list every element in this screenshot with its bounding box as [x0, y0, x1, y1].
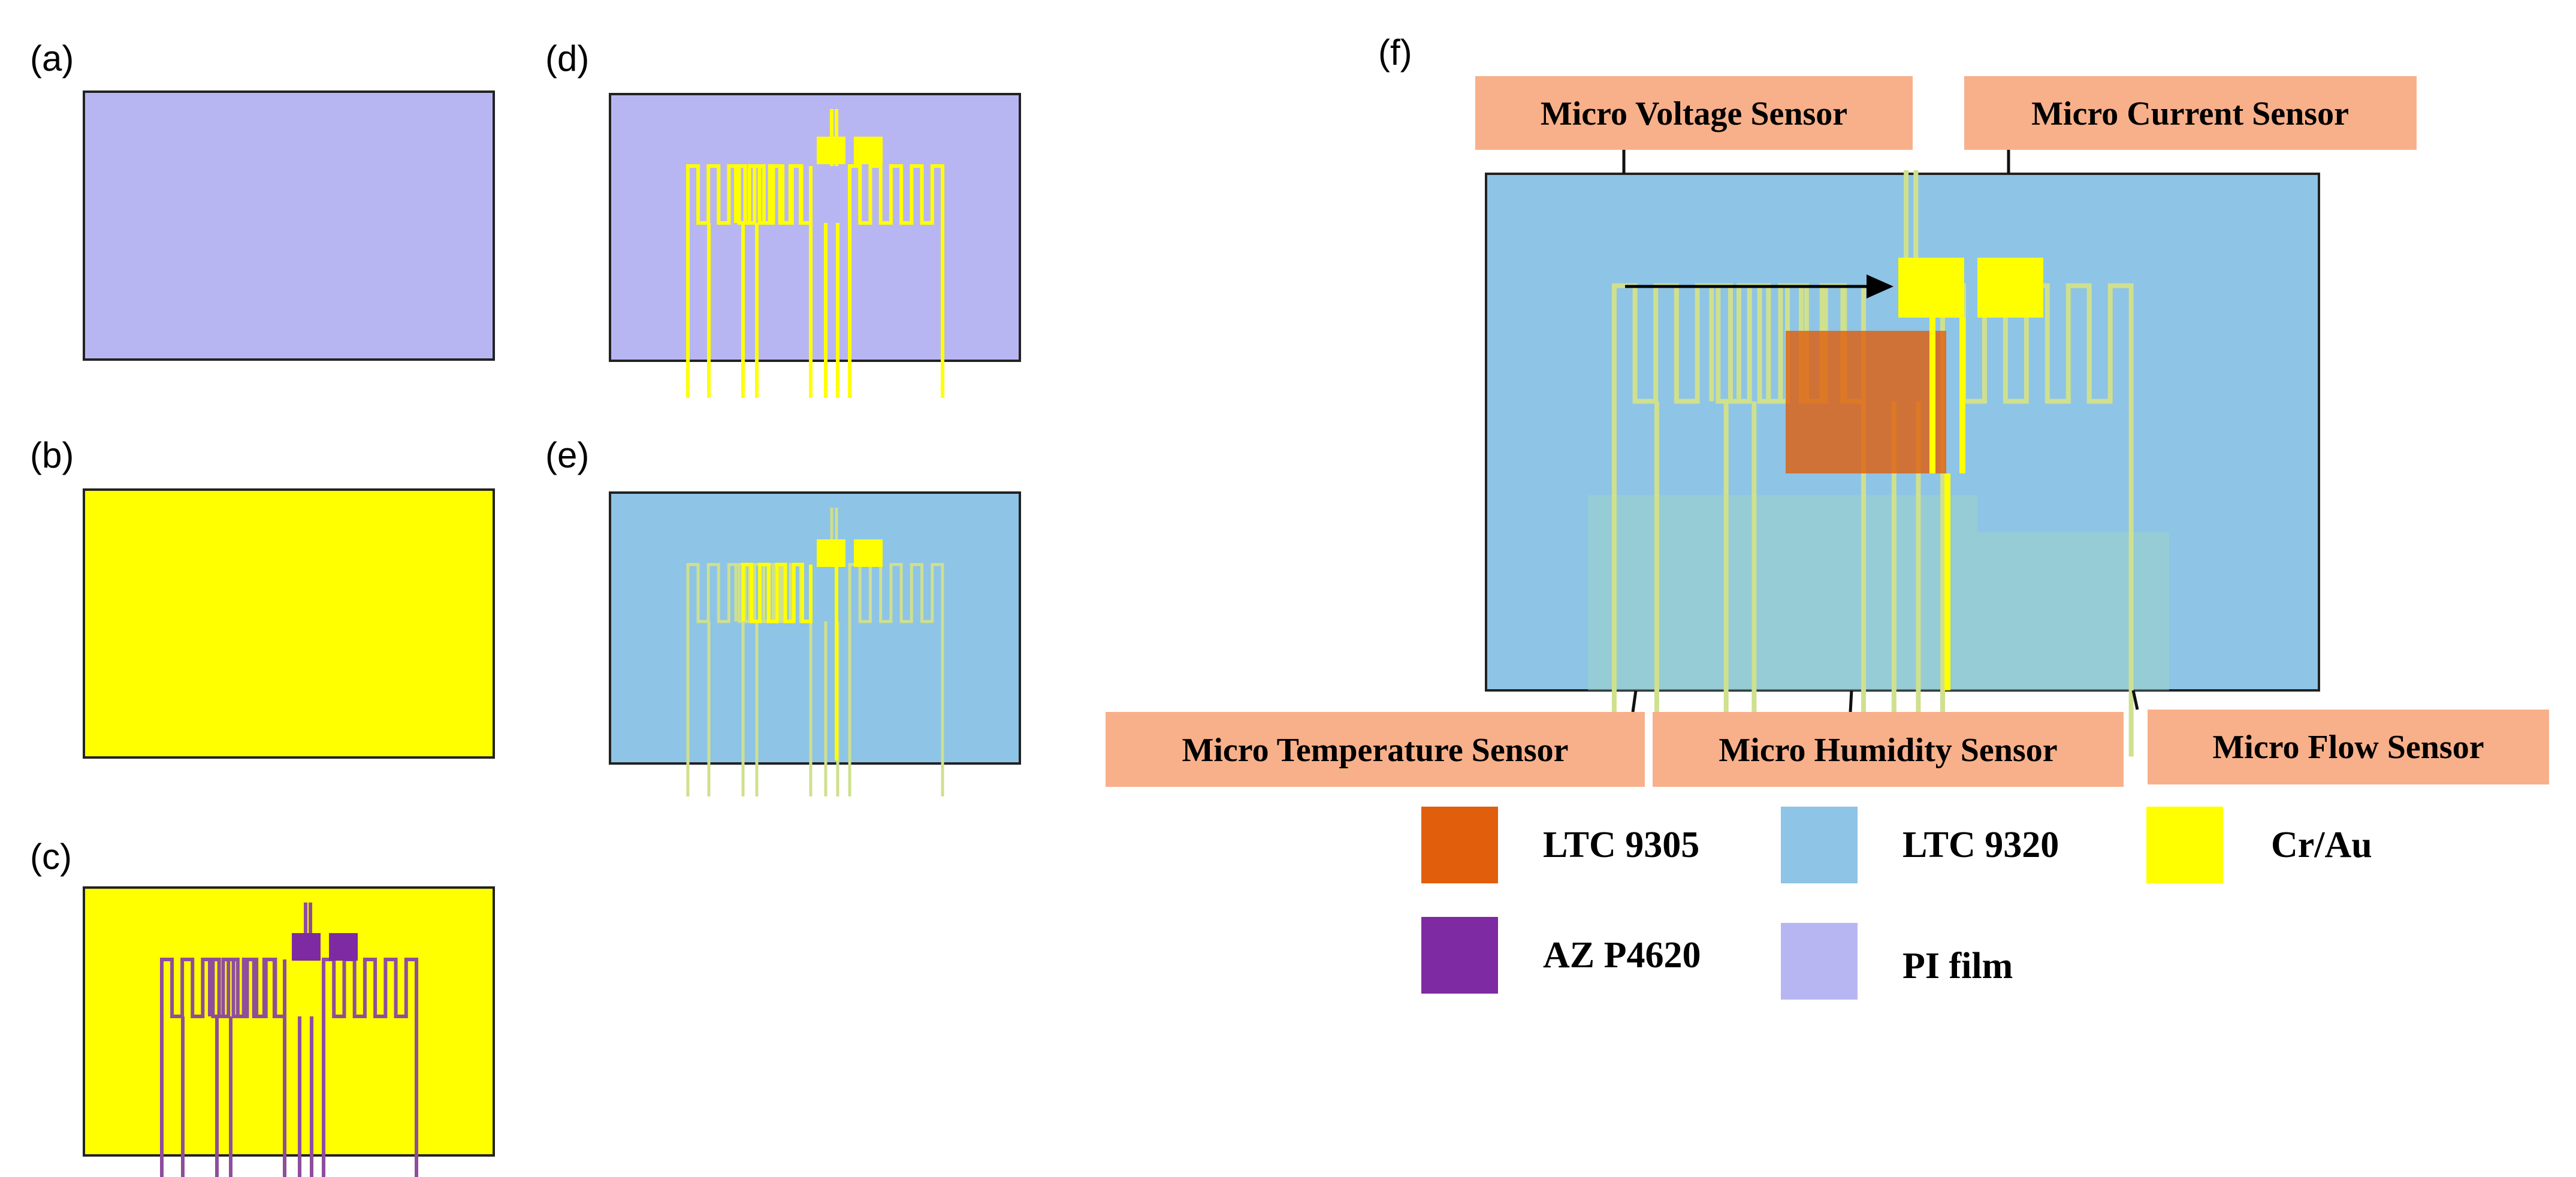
legend: LTC 9305 LTC 9320 Cr/Au AZ P4620 PI film	[1421, 807, 2372, 1000]
flow-sensor-region-left	[1588, 495, 1977, 690]
panel-d-pi-film	[609, 93, 1021, 362]
svg-text:Micro Flow Sensor: Micro Flow Sensor	[2212, 729, 2484, 766]
panel-d	[609, 93, 1021, 398]
panel-b-cr-au-layer	[83, 488, 495, 759]
legend-item-az: AZ P4620	[1421, 917, 1701, 994]
panel-a-pi-film	[83, 90, 495, 361]
sensor-label-current: Micro Current Sensor	[1964, 76, 2417, 150]
humidity-sensing-layer-ltc9305	[1786, 331, 1946, 473]
leader-humidity	[1849, 690, 1853, 713]
panel-d-contact-pad-right	[854, 137, 883, 164]
panel-c-contact-pad-left	[292, 933, 321, 961]
svg-text:Micro Voltage Sensor: Micro Voltage Sensor	[1541, 95, 1847, 132]
leader-flow	[2131, 690, 2139, 710]
sensor-label-voltage: Micro Voltage Sensor	[1475, 76, 1913, 150]
legend-item-ltc9305: LTC 9305	[1421, 807, 1699, 883]
legend-swatch-crau	[2146, 807, 2223, 883]
panel-c-meander-pattern	[160, 903, 418, 1177]
panel-e-contact-pad-right	[854, 539, 883, 567]
panel-d-contact-pad-left	[817, 137, 845, 164]
panel-label-c: (c)	[30, 837, 72, 877]
legend-label-crau: Cr/Au	[2271, 825, 2372, 865]
legend-label-pi: PI film	[1902, 946, 2013, 986]
panel-f	[1485, 170, 2320, 757]
panel-e	[609, 491, 1021, 796]
panel-f-current-electrode	[1929, 318, 1965, 690]
legend-item-ltc9320: LTC 9320	[1781, 807, 2059, 883]
legend-label-az: AZ P4620	[1543, 935, 1701, 976]
panel-e-meander-bright	[741, 563, 838, 760]
panel-label-e: (e)	[545, 435, 589, 475]
legend-swatch-pi	[1781, 923, 1858, 1000]
panel-e-ltc9320-layer	[609, 491, 1021, 765]
svg-text:Micro Temperature Sensor: Micro Temperature Sensor	[1182, 732, 1569, 769]
legend-item-pi: PI film	[1781, 923, 2013, 1000]
panel-e-contact-pad-left	[817, 539, 845, 567]
svg-text:Micro Humidity Sensor: Micro Humidity Sensor	[1719, 732, 2057, 769]
legend-swatch-ltc9320	[1781, 807, 1858, 883]
panel-c-contact-pad-right	[329, 933, 358, 961]
panel-e-meander-pale	[686, 508, 944, 796]
leader-temperature	[1631, 690, 1638, 713]
legend-swatch-ltc9305	[1421, 807, 1498, 883]
sensor-label-flow: Micro Flow Sensor	[2148, 710, 2549, 784]
legend-item-crau: Cr/Au	[2146, 807, 2372, 883]
svg-text:Micro Current Sensor: Micro Current Sensor	[2031, 95, 2349, 132]
panel-f-contact-pad-right	[1977, 258, 2043, 318]
panel-label-b: (b)	[30, 435, 74, 475]
panel-c-cr-au-layer	[83, 886, 495, 1157]
flow-sensor-region-right	[1977, 532, 2169, 690]
sensor-label-temperature: Micro Temperature Sensor	[1106, 712, 1645, 787]
panel-c	[83, 886, 495, 1177]
legend-swatch-az	[1421, 917, 1498, 994]
panel-label-a: (a)	[30, 38, 74, 79]
legend-label-ltc9305: LTC 9305	[1543, 825, 1699, 865]
panel-f-contact-pad-left	[1898, 258, 1964, 318]
leader-lines	[1622, 150, 2139, 713]
legend-label-ltc9320: LTC 9320	[1902, 825, 2059, 865]
panel-label-d: (d)	[545, 38, 589, 79]
panel-label-f: (f)	[1378, 32, 1412, 73]
sensor-label-humidity: Micro Humidity Sensor	[1653, 712, 2124, 787]
